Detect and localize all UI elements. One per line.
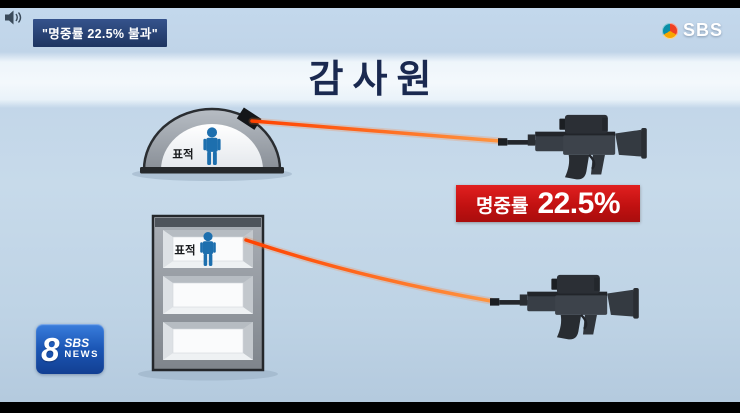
letterbox-bottom xyxy=(0,402,740,413)
news-program-logo: 8 SBS NEWS xyxy=(36,324,104,374)
hit-rate-label: 명중률 xyxy=(475,196,529,217)
news-logo-channel: SBS xyxy=(64,335,90,350)
caption-badge: "명중률 22.5% 불과" xyxy=(33,19,167,47)
news-logo-number: 8 xyxy=(41,330,60,368)
header-band xyxy=(0,52,740,108)
letterbox-top xyxy=(0,0,740,8)
page-title: 감사원 xyxy=(308,59,441,101)
sbs-emblem-icon xyxy=(661,22,678,39)
news-logo-caption: NEWS xyxy=(64,349,99,361)
channel-logo-text: SBS xyxy=(682,20,723,40)
hit-rate-value: 22.5% xyxy=(537,186,621,220)
hit-rate-badge: 명중률 22.5% xyxy=(456,185,640,222)
channel-logo: SBS xyxy=(661,20,723,41)
speaker-icon xyxy=(5,10,23,30)
